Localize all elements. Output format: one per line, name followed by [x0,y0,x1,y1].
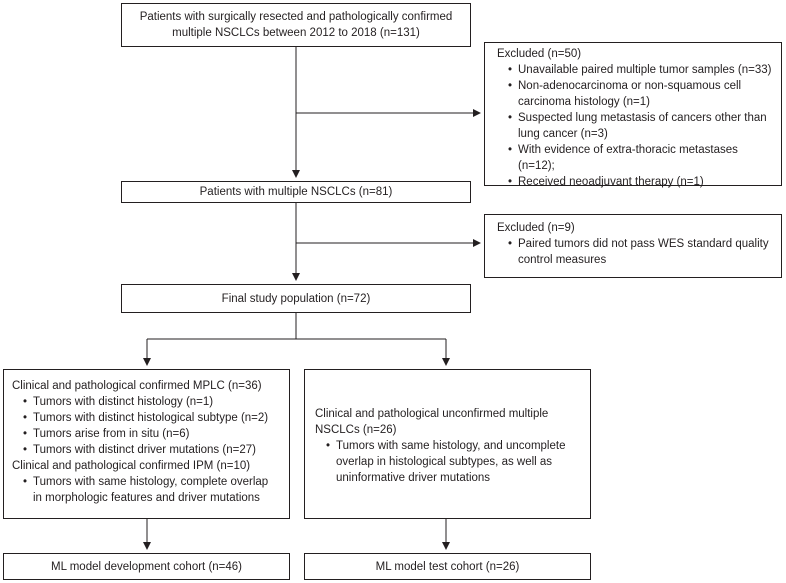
box-initial-patients: Patients with surgically resected and pa… [121,3,471,47]
excluded-2-title: Excluded (n=9) [497,222,575,234]
list-item: Tumors with same histology, complete ove… [21,474,283,506]
box-test-cohort: ML model test cohort (n=26) [304,553,591,580]
list-item: Tumors with distinct histology (n=1) [21,394,283,410]
box-final-population: Final study population (n=72) [121,284,471,313]
list-item: Suspected lung metastasis of cancers oth… [506,110,773,142]
list-item: Unavailable paired multiple tumor sample… [506,62,773,78]
list-item: With evidence of extra-thoracic metastas… [506,142,773,174]
box-excluded-1: Excluded (n=50) Unavailable paired multi… [484,42,782,190]
list-item: Tumors arise from in situ (n=6) [21,426,283,442]
box-dev-cohort: ML model development cohort (n=46) [3,553,290,580]
list-item: Tumors with distinct histological subtyp… [21,410,283,426]
excluded-1-title: Excluded (n=50) [497,48,582,60]
mplc-title: Clinical and pathological confirmed MPLC… [12,380,262,392]
list-item: Tumors with distinct driver mutations (n… [21,442,283,458]
box-excluded-2: Excluded (n=9) Paired tumors did not pas… [484,214,782,278]
list-item: Received neoadjuvant therapy (n=1) [506,174,773,190]
box-unconfirmed: Clinical and pathological unconfirmed mu… [304,369,591,519]
box-multiple-nsclcs: Patients with multiple NSCLCs (n=81) [121,181,471,203]
ipm-title: Clinical and pathological confirmed IPM … [12,460,251,472]
list-item: Tumors with same histology, and uncomple… [324,438,584,486]
list-item: Paired tumors did not pass WES standard … [506,236,773,268]
list-item: Non-adenocarcinoma or non-squamous cellc… [506,78,773,110]
unconfirmed-title: Clinical and pathological unconfirmed mu… [315,408,549,436]
box-confirmed: Clinical and pathological confirmed MPLC… [3,369,290,519]
